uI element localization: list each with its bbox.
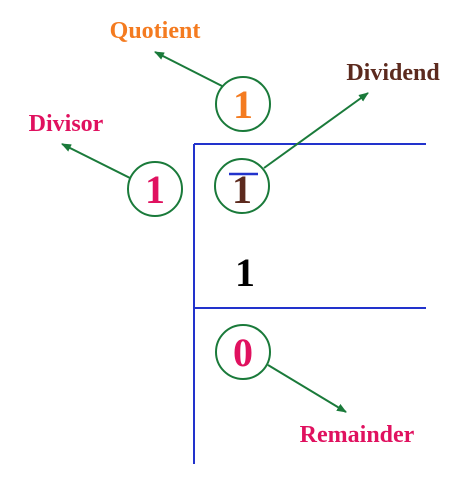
remainder-label: Remainder: [300, 422, 415, 448]
product-value: 1: [235, 250, 255, 295]
remainder-arrow: [267, 364, 347, 413]
dividend-circle: [214, 158, 270, 214]
dividend-value: 1: [232, 167, 252, 212]
quotient-label: Quotient: [110, 18, 201, 44]
divisor-label: Divisor: [29, 111, 104, 137]
dividend-label: Dividend: [346, 60, 440, 86]
divisor-arrow: [61, 143, 131, 179]
dividend-arrow: [263, 92, 369, 169]
divisor-value: 1: [145, 167, 165, 212]
remainder-value: 0: [233, 330, 253, 375]
quotient-value: 1: [233, 82, 253, 127]
remainder-circle: [215, 324, 271, 380]
divisor-circle: [127, 161, 183, 217]
quotient-circle: [215, 76, 271, 132]
quotient-arrow: [154, 51, 223, 87]
